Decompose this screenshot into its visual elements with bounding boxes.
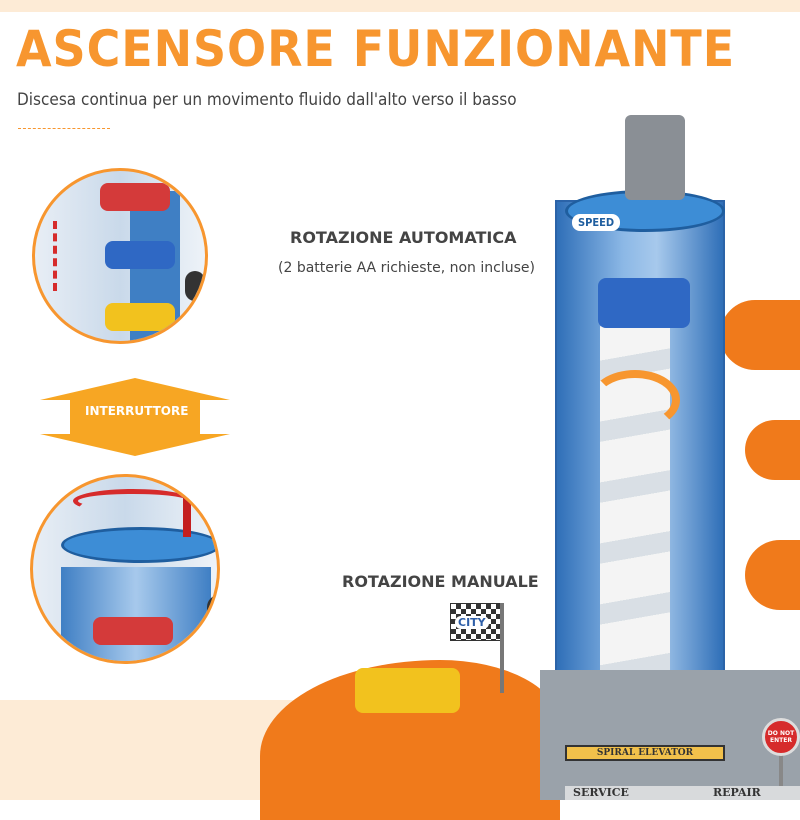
manual-detail-image [30,474,220,664]
repair-label: REPAIR [713,786,761,799]
blue-car [598,278,690,328]
city-flag-text: CITY [455,616,489,629]
subtitle: Discesa continua per un movimento fluido… [17,90,517,110]
garage-base [540,670,800,800]
yellow-car [355,668,460,713]
crank-handle [625,115,685,200]
track-segment [720,300,800,370]
rotate-arrow-icon [73,489,193,513]
service-repair-panel [565,786,800,800]
track-segment [745,420,800,480]
switch-icon [207,595,217,635]
spiral-elevator-plate: SPIRAL ELEVATOR [565,745,725,761]
speed-logo: SPEED [572,214,621,231]
switch-label: INTERRUTTORE [85,404,189,418]
page-title: ASCENSORE FUNZIONANTE [16,20,736,78]
do-not-enter-sign: DO NOT ENTER [762,718,800,756]
service-label: SERVICE [573,786,629,799]
automatic-rotation-label: ROTAZIONE AUTOMATICA [290,228,517,247]
switch-icon [185,271,205,301]
track-segment [745,540,800,610]
manual-rotation-label: ROTAZIONE MANUALE [342,572,539,591]
up-arrow-icon [53,221,61,291]
top-band [0,0,800,12]
divider [18,128,110,129]
battery-note: (2 batterie AA richieste, non incluse) [278,260,535,276]
rotate-arrow-icon [590,370,680,430]
double-arrow-icon [40,378,230,456]
down-arrow-icon [183,487,191,537]
automatic-detail-image [32,168,208,344]
